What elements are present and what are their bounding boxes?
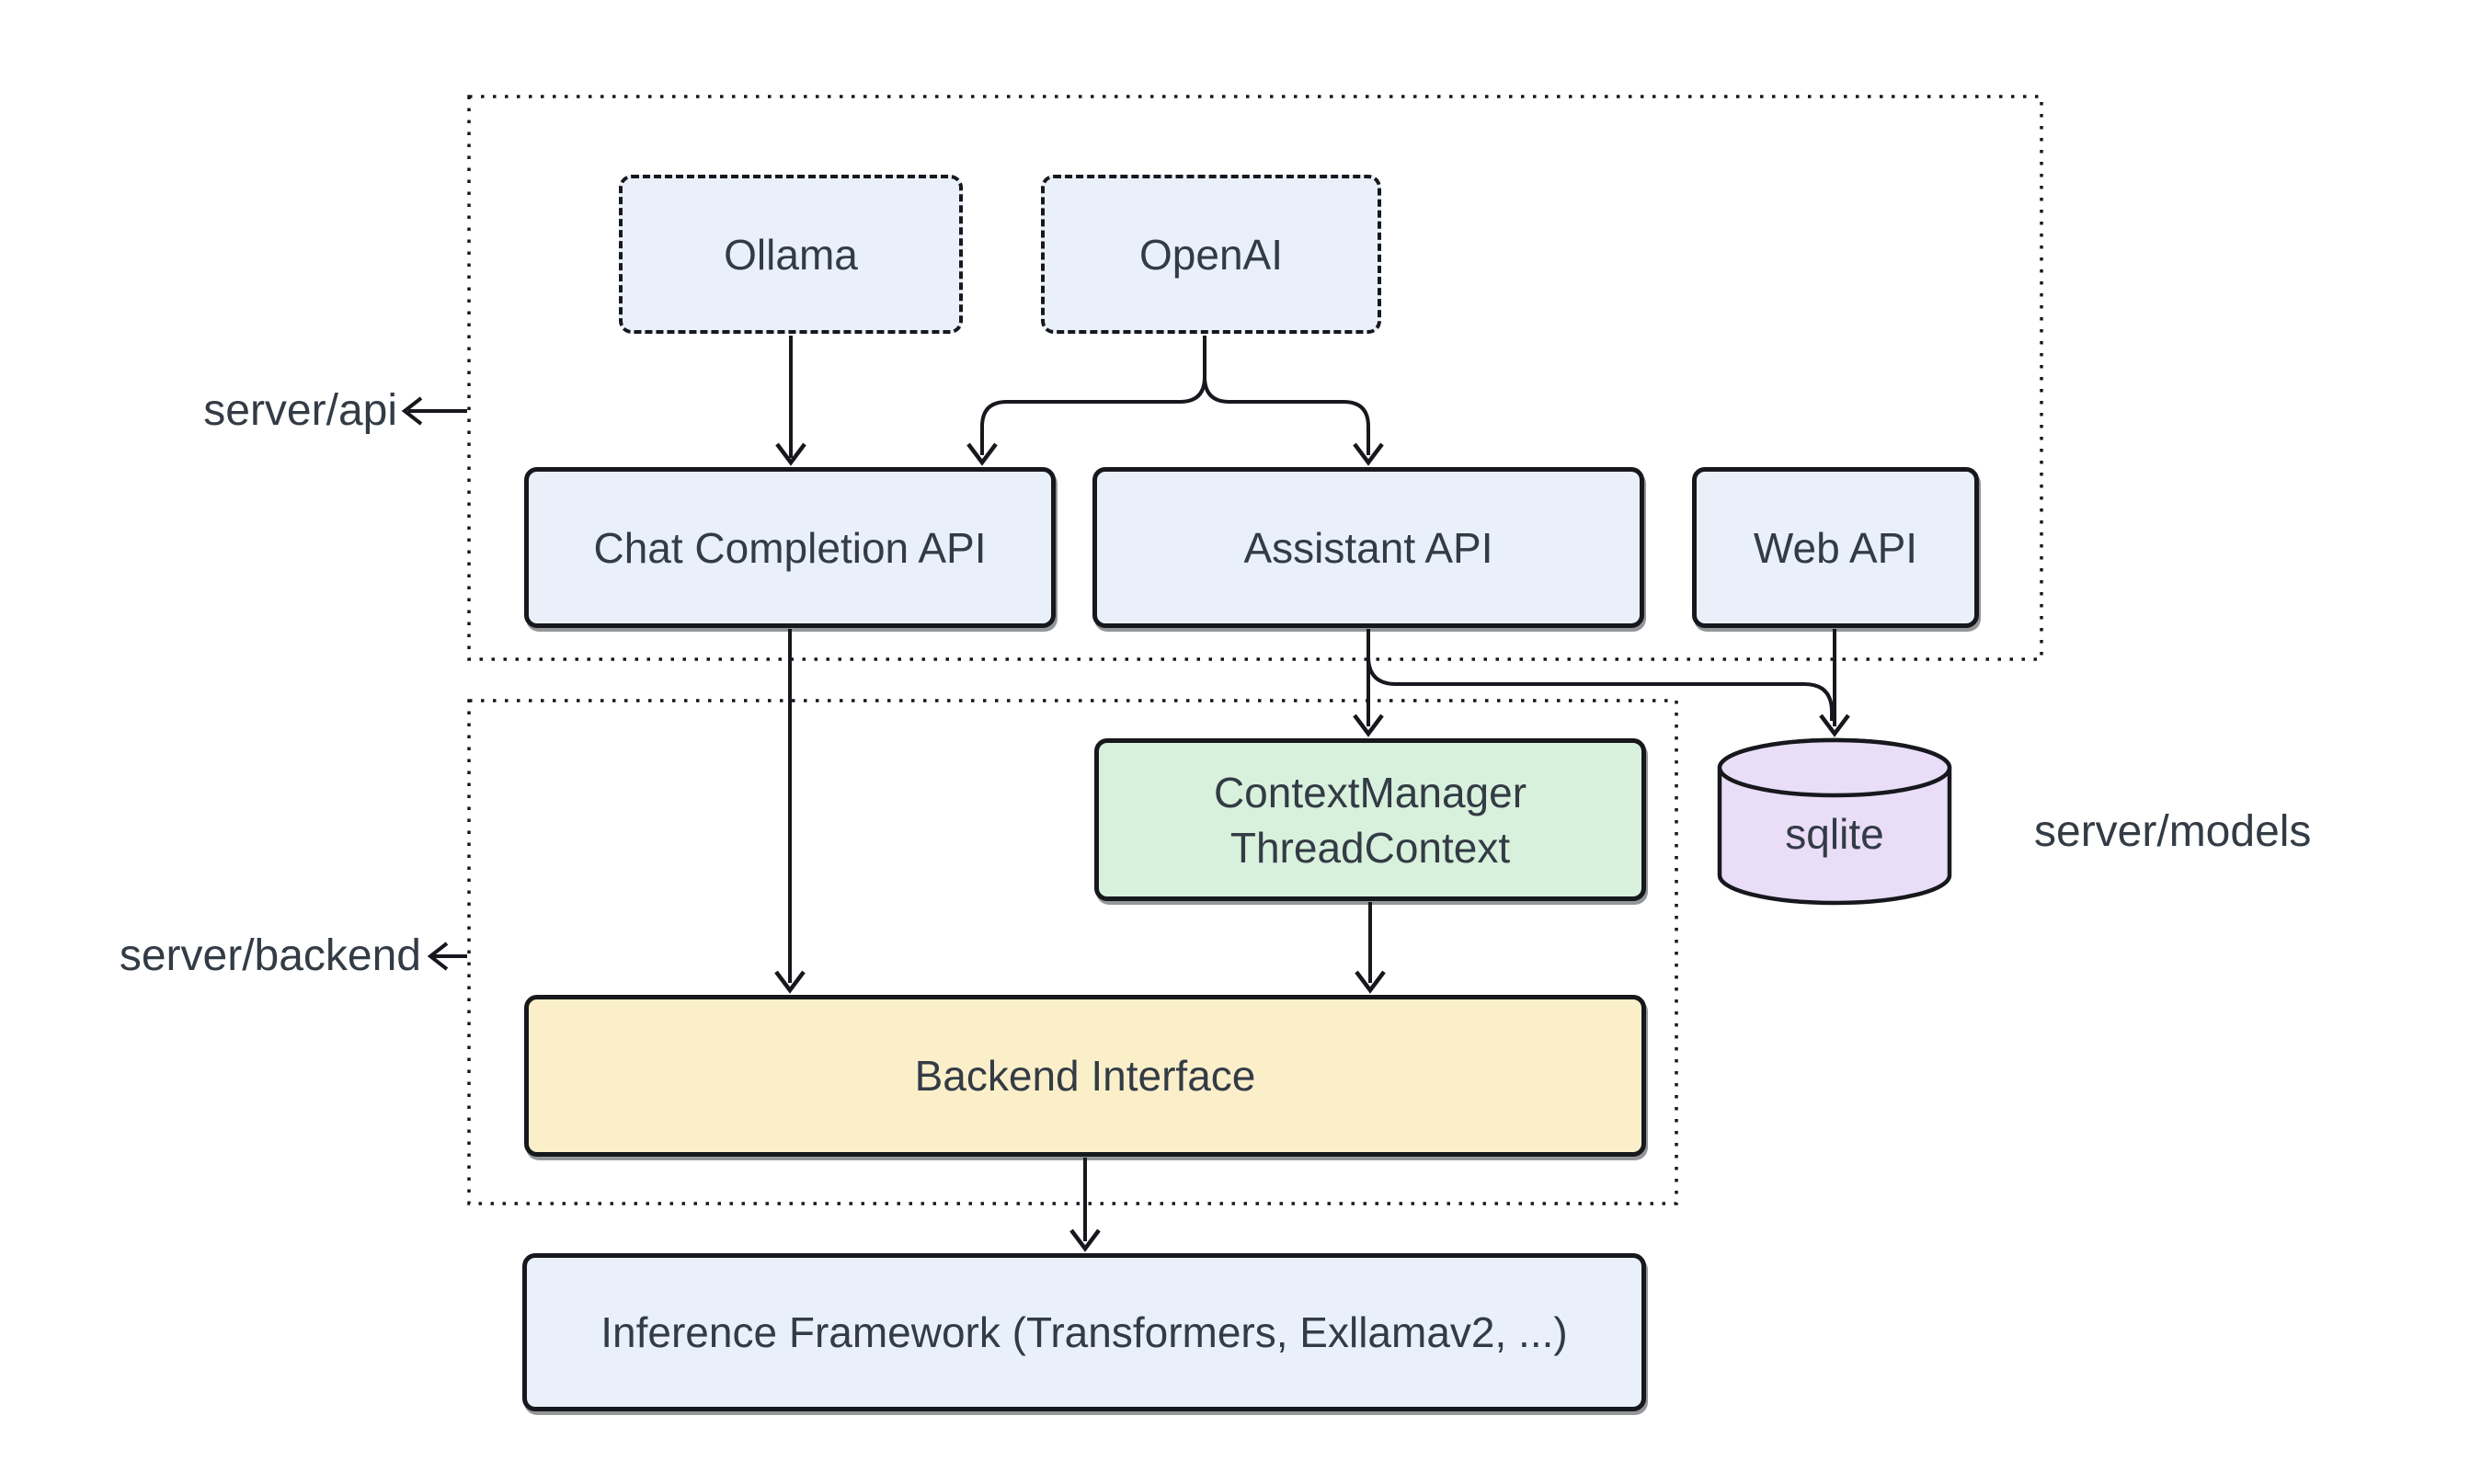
- edge-ollama-to-chat: [775, 336, 806, 466]
- node-inference-framework: Inference Framework (Transformers, Exlla…: [522, 1253, 1646, 1411]
- edge-backend-to-inference: [1069, 1158, 1101, 1252]
- edge-webapi-to-sqlite: [1819, 629, 1850, 737]
- edge-openai-to-chat: [966, 336, 1206, 466]
- node-openai: OpenAI: [1041, 175, 1381, 334]
- node-chat-completion-api-label: Chat Completion API: [593, 523, 987, 572]
- edge-openai-to-assistant: [1203, 376, 1384, 466]
- server-api-pointer-arrow: [401, 396, 467, 426]
- server-backend-pointer-arrow: [427, 942, 467, 971]
- node-backend-interface: Backend Interface: [524, 995, 1646, 1157]
- node-web-api: Web API: [1692, 467, 1979, 628]
- node-backend-interface-label: Backend Interface: [914, 1052, 1256, 1100]
- node-chat-completion-api: Chat Completion API: [524, 467, 1056, 628]
- node-assistant-api: Assistant API: [1092, 467, 1644, 628]
- node-inference-framework-label: Inference Framework (Transformers, Exlla…: [600, 1308, 1568, 1356]
- server-backend-group-label: server/backend: [119, 931, 421, 980]
- edge-assistant-to-contextmanager: [1353, 629, 1384, 737]
- node-ollama-label: Ollama: [724, 230, 858, 279]
- server-api-group-label: server/api: [203, 386, 397, 435]
- node-web-api-label: Web API: [1753, 523, 1918, 572]
- node-context-manager-line1: ContextManager: [1213, 768, 1527, 816]
- node-ollama: Ollama: [619, 175, 963, 334]
- node-sqlite-label: sqlite: [1785, 810, 1884, 858]
- server-models-label: server/models: [2034, 807, 2312, 856]
- edge-assistant-to-sqlite: [1367, 656, 1834, 721]
- node-context-manager-line2: ThreadContext: [1229, 823, 1511, 872]
- edge-contextmanager-to-backend: [1355, 902, 1386, 994]
- node-openai-label: OpenAI: [1139, 230, 1283, 279]
- node-assistant-api-label: Assistant API: [1243, 523, 1493, 572]
- edge-chat-to-backend: [774, 629, 806, 994]
- node-context-manager: ContextManager ThreadContext: [1094, 738, 1646, 901]
